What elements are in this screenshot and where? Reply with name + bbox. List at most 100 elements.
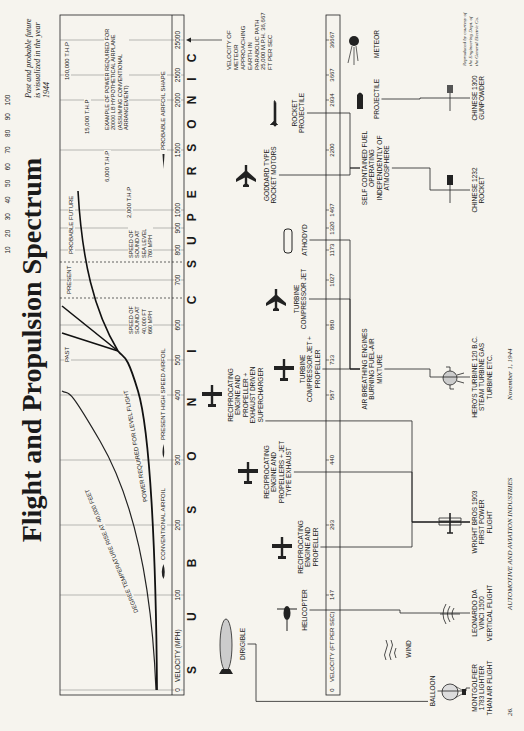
caption-text: ATHODYD xyxy=(301,220,308,260)
axis-number: 1000 xyxy=(174,202,181,218)
caption-text: HELICOPTER xyxy=(301,584,308,636)
curve-label: POWER REQUIRED FOR LEVEL FLIGHT xyxy=(123,389,150,504)
wind-icon xyxy=(385,640,397,660)
axis-number: 200 xyxy=(174,519,181,532)
airfoil-icon xyxy=(163,154,165,169)
rocket-icon xyxy=(447,175,453,185)
caption-node: METEOR xyxy=(372,23,381,65)
axis-number: 600 xyxy=(174,319,181,332)
power-value: 2,000 T.H.P xyxy=(126,186,133,219)
axis-number: 900 xyxy=(174,222,181,235)
caption-node: CHINESE 1300 GUNPOWDER xyxy=(470,69,487,127)
axis-number: 3667 xyxy=(329,67,336,82)
axis-number: 100 xyxy=(4,94,11,107)
axis-number: 147 xyxy=(329,589,336,601)
caption-node: RECIPROCATING ENGINE AND PROPELLERS + JE… xyxy=(262,435,294,509)
axis-number: 60 xyxy=(4,162,11,171)
curve-label: PAST xyxy=(64,346,71,363)
axis-number: 20 xyxy=(4,229,11,238)
chart-note: SPEED OF SOUND AT SEA LEVEL 760 MPH xyxy=(128,221,153,259)
airfoil-label: PROBABLE AIRFOIL SHAPE xyxy=(160,70,167,151)
chart-note: SPEED OF SOUND AT 40,000 FT 660 MPH xyxy=(128,299,153,335)
sound-line xyxy=(60,262,184,298)
temperature-curve xyxy=(62,391,156,690)
axis-number: 70 xyxy=(4,145,11,154)
caption-node: DIRIGIBLE xyxy=(238,615,247,673)
lineage-line xyxy=(265,421,470,522)
airplane-icon xyxy=(274,359,294,381)
caption-text: TURBINE COMPRESSOR JET + PROPELLER xyxy=(299,334,321,404)
axis-number: 25000 xyxy=(174,30,181,50)
caption-text: SELF CONTAINED FUEL OPERATING INDEPENDEN… xyxy=(361,126,391,210)
caption-node: LEONARDO DA VINCI 1500 VERTICAL FLIGHT xyxy=(470,581,494,645)
balloon-icon xyxy=(455,686,462,698)
lineage-line xyxy=(320,522,470,547)
caption-text: RECIPROCATING ENGINE AND PROPELLERS + JE… xyxy=(263,436,293,508)
caption-text: TURBINE COMPRESSOR JET xyxy=(293,268,308,330)
lineage-line xyxy=(384,369,470,377)
caption-text: WRIGHT BROS 1903 FIRST POWER FLIGHT xyxy=(471,490,493,554)
turbine-icon xyxy=(443,371,457,385)
axis-number: 1320 xyxy=(329,220,336,235)
axis-number: 1173 xyxy=(329,243,336,258)
axis-number: 300 xyxy=(174,454,181,467)
footer: AUTOMOTIVE AND AVIATION INDUSTRIES xyxy=(506,477,514,611)
axis-number: 40 xyxy=(4,195,11,204)
axis-number: 880 xyxy=(329,319,336,331)
curve-label: PROBABLE FUTURE xyxy=(68,195,75,255)
caption-text: GODDARD TYPE ROCKET MOTORS xyxy=(263,144,278,206)
axis-number: 100 xyxy=(174,589,181,602)
caption-node: HELICOPTER xyxy=(300,583,309,637)
caption-text: CHINESE 1232 ROCKET xyxy=(471,160,486,220)
lineage-line xyxy=(437,688,470,691)
lineage-line xyxy=(294,472,470,522)
lineage-line xyxy=(279,168,360,175)
caption-node: CHINESE 1232 ROCKET xyxy=(470,159,487,221)
caption-node: RECIPROCATING ENGINE AND PROPELLER xyxy=(296,515,320,579)
axis-number: 50 xyxy=(4,179,11,188)
curve-label: PRESENT xyxy=(66,265,73,295)
caption-node: WRIGHT BROS 1903 FIRST POWER FLIGHT xyxy=(470,489,494,555)
axis-number: 2000 xyxy=(174,92,181,108)
airfoil-icon xyxy=(162,564,165,579)
caption-text: PROJECTILE xyxy=(373,74,380,124)
wind-icon xyxy=(385,640,397,660)
subtitle: Past and probable future is visualized i… xyxy=(24,11,52,99)
helicopter-icon xyxy=(277,609,297,631)
axis-number: 0 xyxy=(174,687,181,693)
axis-number: 500 xyxy=(174,354,181,367)
airfoil-label: CONVENTIONAL AIRFOIL xyxy=(160,487,167,561)
axis-number: 293 xyxy=(329,519,336,531)
rocket-icon xyxy=(447,85,453,93)
axis-number: 2934 xyxy=(329,92,336,107)
rocket-plane-icon xyxy=(236,165,256,187)
lineage-line xyxy=(381,98,470,99)
caption-text: MONTGOLFIER 1783 LIGHTER THAN AIR FLIGHT xyxy=(471,658,493,718)
footer: November 1, 1944 xyxy=(506,347,514,401)
meteor-icon xyxy=(349,36,359,46)
caption-text: AIR BREATHING ENGINES BURNING FUEL-AIR M… xyxy=(361,326,383,412)
caption-node: TURBINE COMPRESSOR JET xyxy=(292,267,309,331)
page-number: 26. xyxy=(506,706,514,717)
axis-number: 80 xyxy=(4,129,11,138)
helicopter-icon xyxy=(284,606,291,620)
axis-number: 90 xyxy=(4,112,11,121)
axis-number: 733 xyxy=(329,354,336,366)
axis-number: 1500 xyxy=(174,142,181,158)
grid-line xyxy=(60,40,184,690)
airplane-icon xyxy=(202,385,222,407)
balloon-icon xyxy=(462,689,466,695)
chart-frame xyxy=(60,15,184,695)
caption-text: RECIPROCATING ENGINE AND PROPELLER xyxy=(297,516,319,578)
axis-number: 1467 xyxy=(329,202,336,217)
caption-text: RECIPROCATING ENGINE AND PROPELLER + EXH… xyxy=(227,360,264,430)
axis-number: 10 xyxy=(4,245,11,254)
power-value: 15,000 T.H.P xyxy=(84,98,91,135)
axis-number: 30 xyxy=(4,212,11,221)
jet-icon xyxy=(266,289,286,311)
power-curve xyxy=(118,351,157,690)
axis-number: 2500 xyxy=(174,67,181,83)
note: VELOCITY OF METEOR APPROACHING EARTH IN … xyxy=(226,9,274,71)
dirigible-icon xyxy=(220,619,232,671)
